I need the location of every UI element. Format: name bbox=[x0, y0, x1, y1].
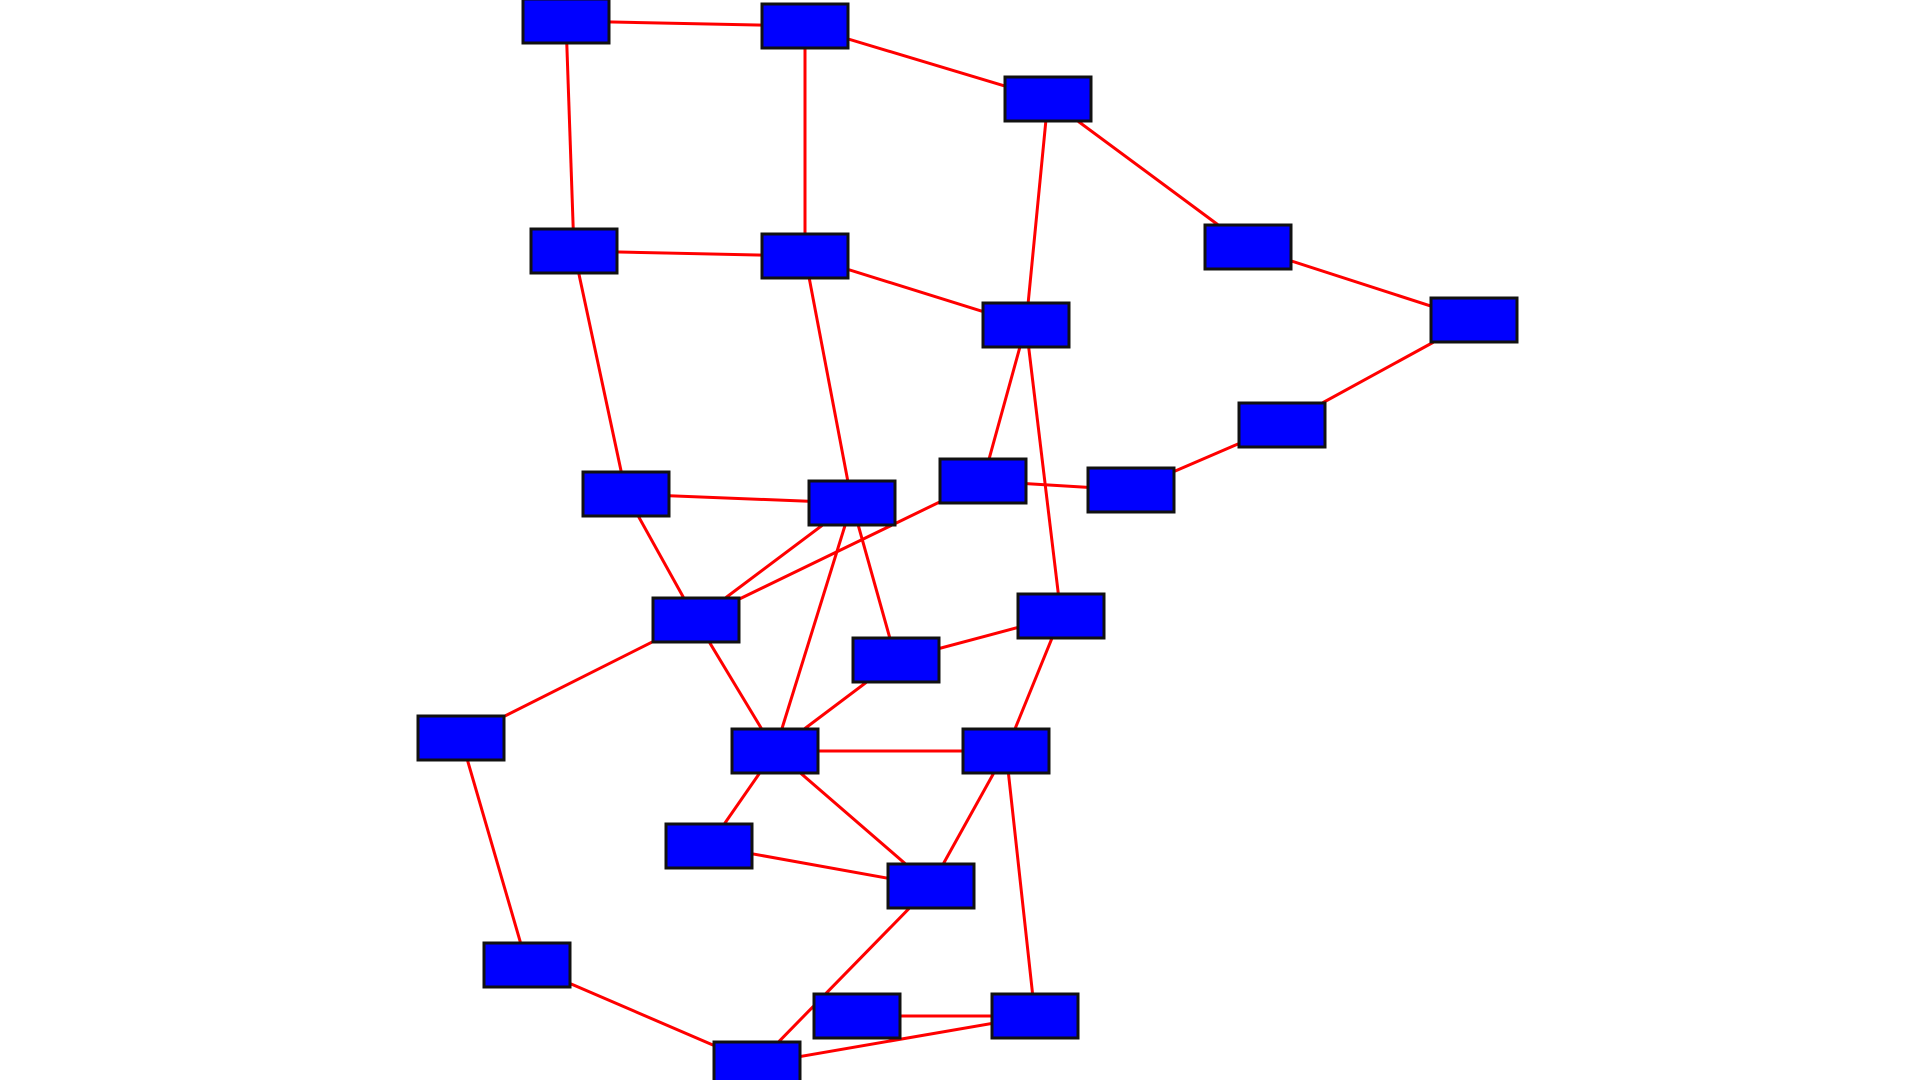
graph-node bbox=[990, 992, 1080, 1040]
graph-node bbox=[812, 992, 902, 1040]
edge bbox=[695, 479, 984, 622]
edge bbox=[756, 1014, 1036, 1066]
edge bbox=[1024, 98, 1050, 326]
graph-node bbox=[651, 596, 741, 644]
edge bbox=[755, 884, 933, 1066]
graph-node bbox=[1203, 223, 1293, 271]
graph-node bbox=[807, 479, 897, 527]
graph-node bbox=[521, 0, 611, 45]
graph-node bbox=[760, 2, 850, 50]
graph-node bbox=[981, 301, 1071, 349]
edge bbox=[459, 737, 529, 966]
edge bbox=[803, 255, 854, 504]
graph-node bbox=[482, 941, 572, 989]
edge bbox=[564, 20, 576, 252]
edge bbox=[850, 502, 898, 661]
graph-node bbox=[938, 457, 1028, 505]
edge bbox=[1024, 324, 1063, 617]
graph-node bbox=[664, 822, 754, 870]
edge bbox=[1004, 750, 1037, 1017]
graph-node bbox=[730, 727, 820, 775]
graph-node bbox=[1237, 401, 1327, 449]
graph-node bbox=[886, 862, 976, 910]
edge bbox=[981, 324, 1028, 482]
graph-node bbox=[529, 227, 619, 275]
graph-node bbox=[1086, 466, 1176, 514]
graph-node bbox=[760, 232, 850, 280]
graph-node bbox=[581, 470, 671, 518]
graph-node bbox=[961, 727, 1051, 775]
graph-node bbox=[1429, 296, 1519, 344]
nodes bbox=[416, 0, 1519, 1080]
edge bbox=[773, 502, 854, 752]
graph-node bbox=[416, 714, 506, 762]
edge bbox=[572, 250, 628, 495]
graph-node bbox=[851, 636, 941, 684]
graph-node bbox=[1003, 75, 1093, 123]
edge bbox=[1047, 97, 1249, 249]
graph-node bbox=[712, 1040, 802, 1080]
graph-node bbox=[1016, 592, 1106, 640]
